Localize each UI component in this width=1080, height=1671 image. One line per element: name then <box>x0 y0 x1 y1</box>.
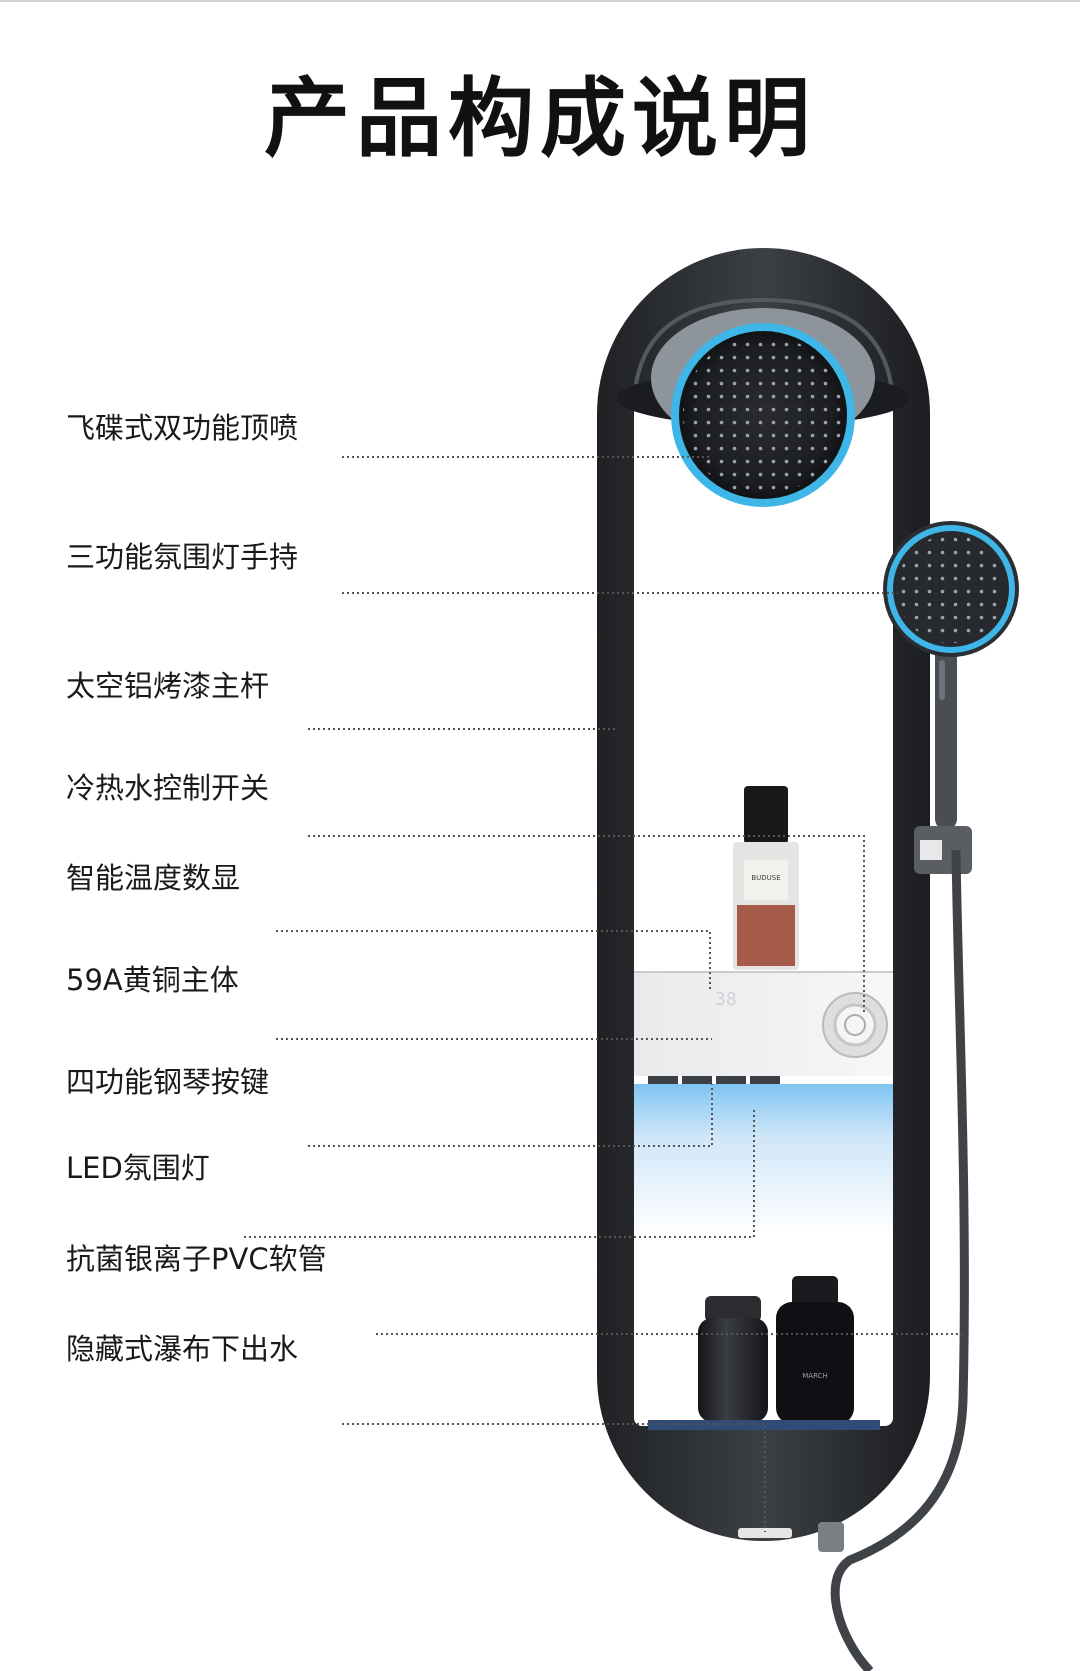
temperature-readout: 38 <box>715 989 737 1010</box>
top-shower-head <box>617 308 909 507</box>
label-piano-keys: 四功能钢琴按键 <box>66 1065 270 1099</box>
leader-led-light <box>244 1108 755 1238</box>
label-led-light: LED氛围灯 <box>66 1151 210 1185</box>
label-pvc-hose: 抗菌银离子PVC软管 <box>66 1242 327 1276</box>
leader-waterfall-outlet <box>342 1423 766 1532</box>
handheld-shower <box>830 521 1019 1671</box>
page-title: 产品构成说明 <box>264 69 816 169</box>
label-control-switch: 冷热水控制开关 <box>66 771 270 805</box>
label-waterfall-outlet: 隐藏式瀑布下出水 <box>66 1332 299 1366</box>
label-main-pole: 太空铝烤漆主杆 <box>66 669 270 703</box>
leader-lines <box>244 456 963 1532</box>
perfume-label: BUDUSE <box>751 874 780 882</box>
label-brass-body: 59A黄铜主体 <box>66 963 239 997</box>
dark-bottle-label: MARCH <box>802 1372 828 1380</box>
bottom-bottles: MARCH <box>698 1276 854 1424</box>
perfume-bottle: BUDUSE <box>733 786 799 970</box>
top-divider <box>0 0 1080 2</box>
control-panel: 38 <box>634 971 893 1084</box>
led-ambient-light <box>634 1084 893 1234</box>
label-top-shower: 飞碟式双功能顶喷 <box>66 411 299 445</box>
leader-piano-keys <box>308 1084 713 1147</box>
leader-control-switch <box>308 835 865 1015</box>
label-temp-display: 智能温度数显 <box>66 861 241 895</box>
label-handheld: 三功能氛围灯手持 <box>66 540 299 574</box>
